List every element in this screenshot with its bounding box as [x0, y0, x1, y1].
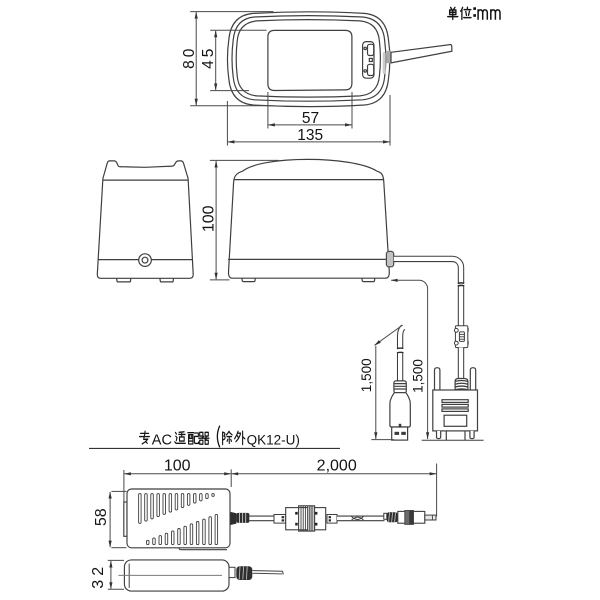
svg-text:80: 80 [181, 46, 198, 69]
svg-text:45: 45 [200, 46, 217, 69]
svg-text:32: 32 [90, 563, 107, 589]
svg-text:AC: AC [152, 432, 172, 448]
svg-text:2,000: 2,000 [317, 457, 357, 474]
svg-text:100: 100 [200, 205, 217, 232]
svg-text:1,500: 1,500 [410, 359, 425, 393]
svg-text:57: 57 [302, 110, 319, 127]
svg-text:1,500: 1,500 [359, 358, 374, 392]
svg-text:100: 100 [164, 457, 191, 474]
svg-text:135: 135 [297, 127, 323, 144]
svg-text:58: 58 [93, 508, 110, 526]
svg-text:QK12-U): QK12-U) [247, 432, 300, 447]
